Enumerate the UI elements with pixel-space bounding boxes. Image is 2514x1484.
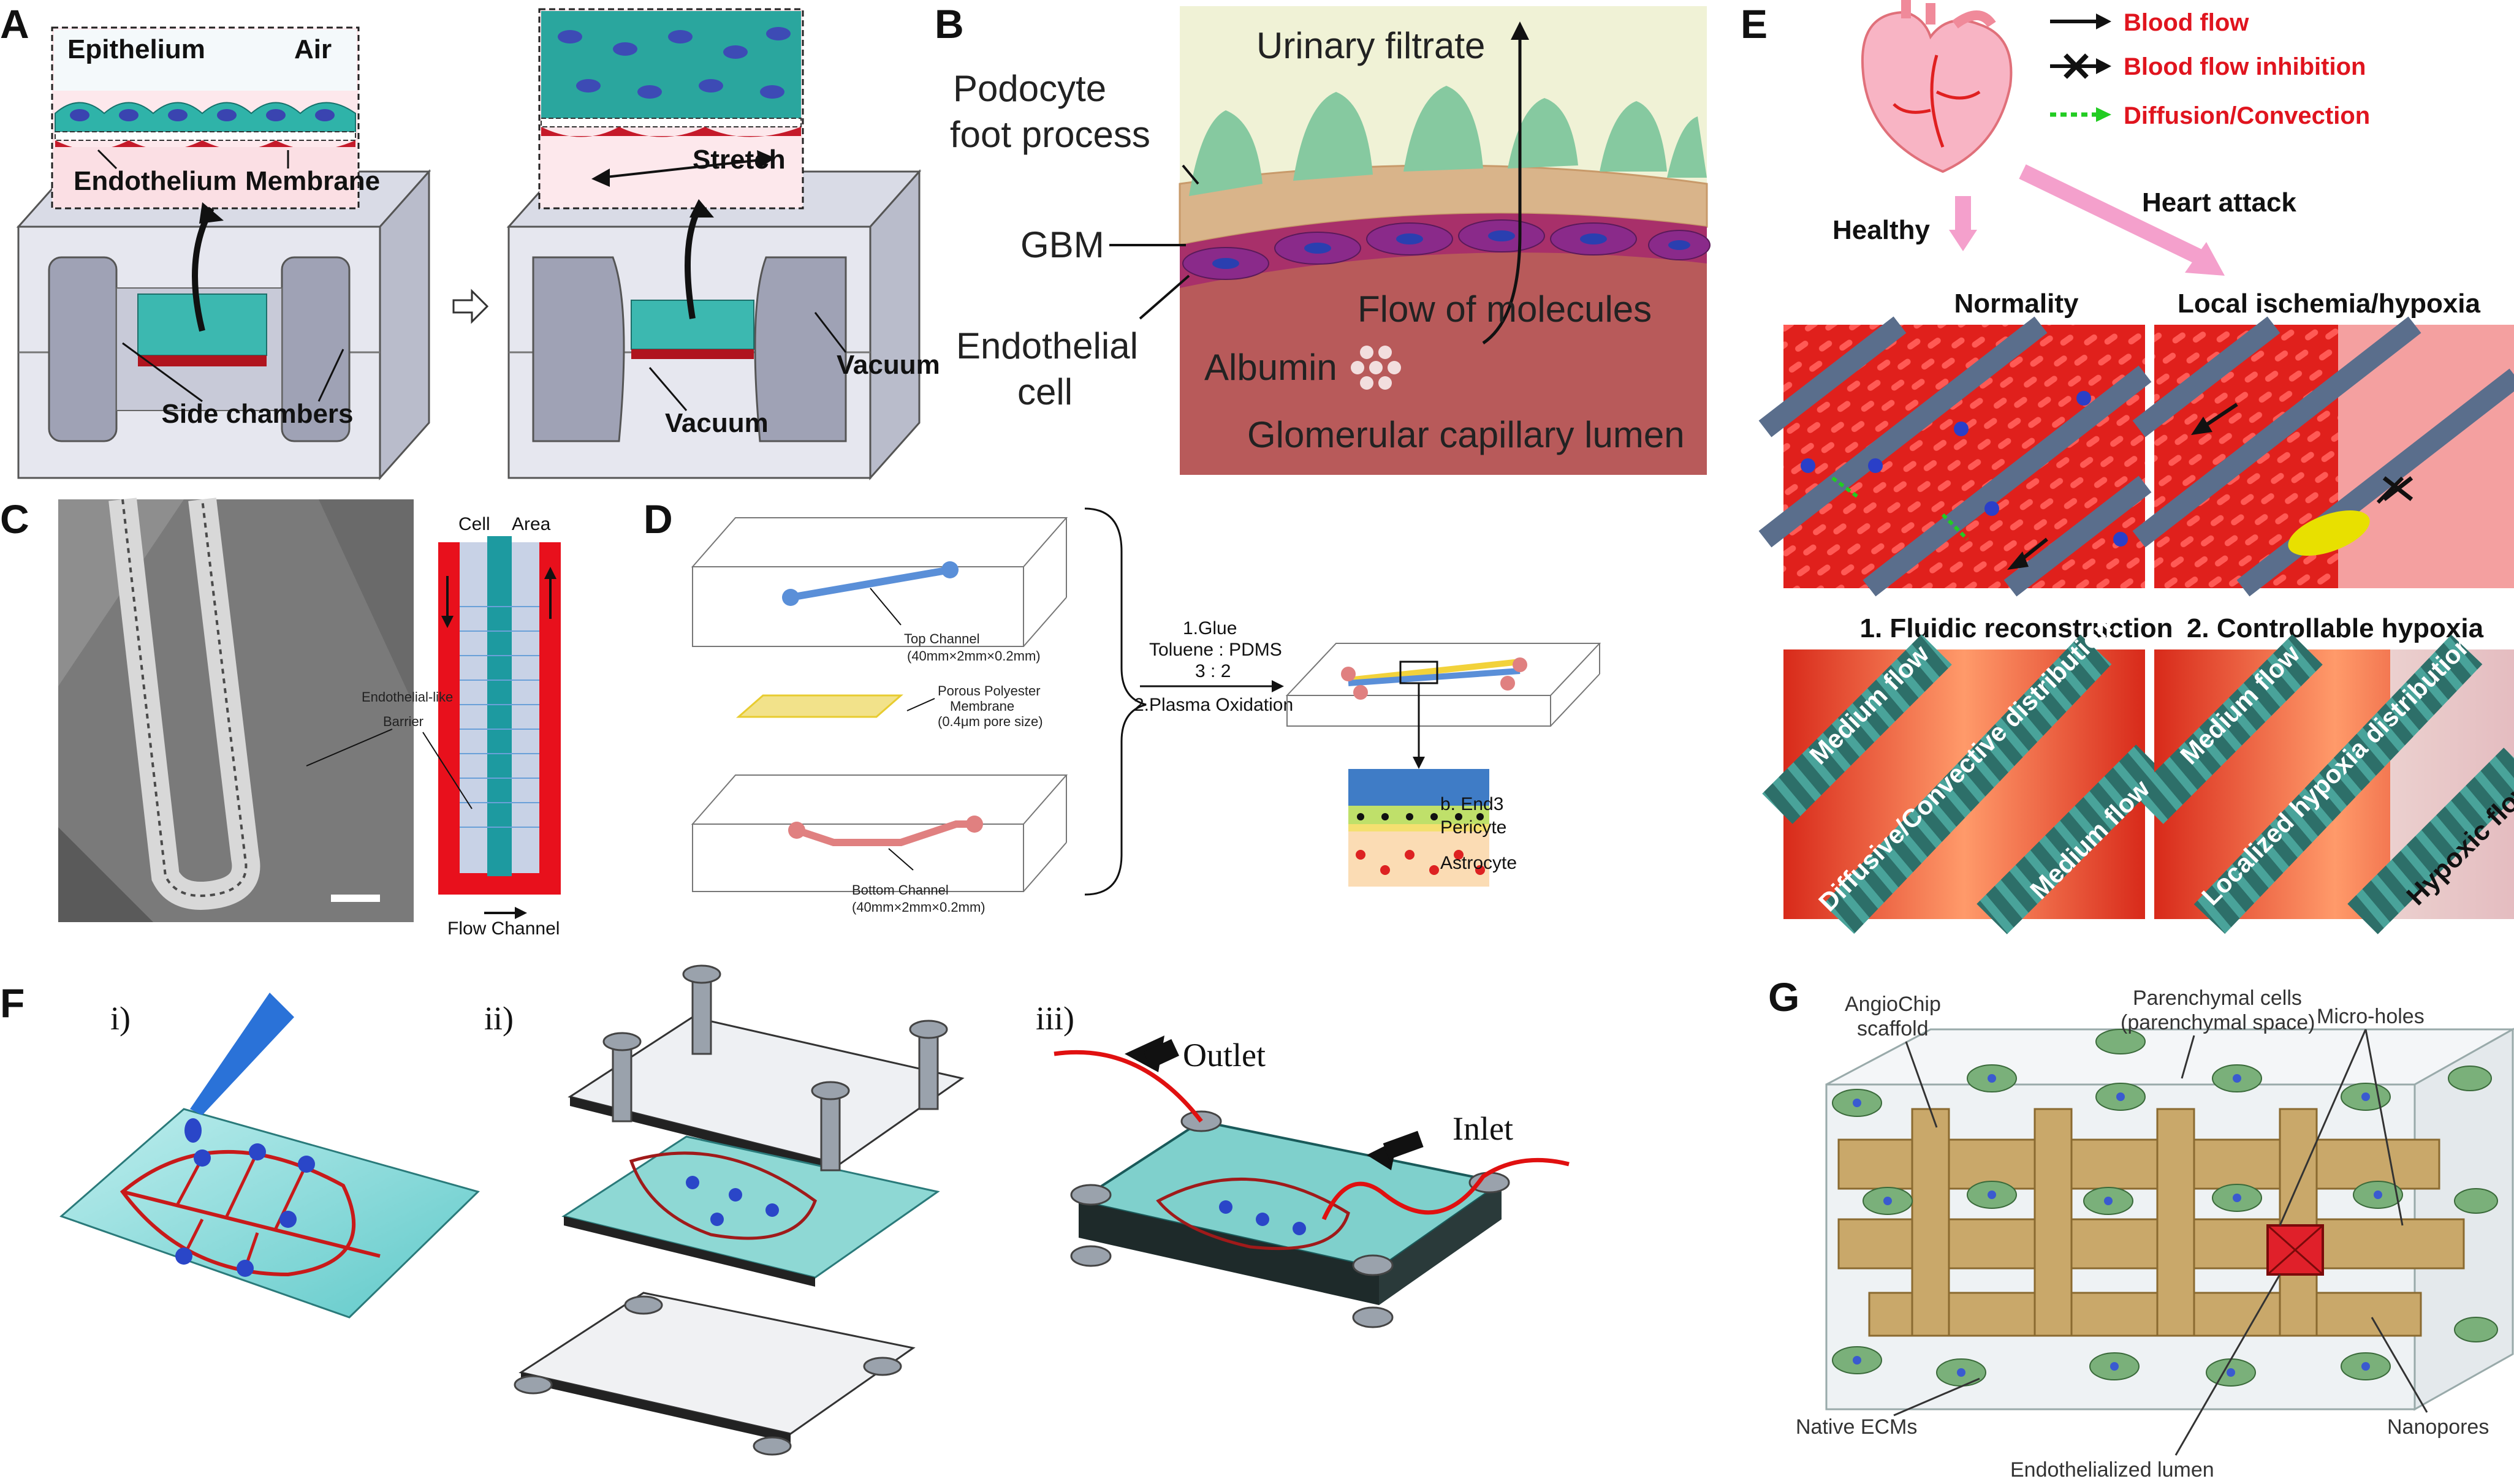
endothelized-label: Endothelialized lumen xyxy=(2010,1458,2214,1482)
area-label: Area xyxy=(512,514,551,534)
layer-pericyte-label: Pericyte xyxy=(1440,817,1506,838)
flow-channel-label: Flow Channel xyxy=(447,918,560,939)
cell-label: Cell xyxy=(458,514,490,534)
normality-label: Normality xyxy=(1954,289,2079,319)
endothelial-like-label: Endothelial-like xyxy=(362,689,453,705)
healthy-label: Healthy xyxy=(1832,215,1930,245)
step-i-label: i) xyxy=(110,1000,131,1037)
panel-d-letter: D xyxy=(644,496,673,542)
panel-e-letter: E xyxy=(1741,1,1768,47)
angiochip-label-1: AngioChip xyxy=(1845,993,1941,1016)
parenchymal-label-1: Parenchymal cells xyxy=(2133,986,2302,1010)
step-ii-label: ii) xyxy=(484,1000,514,1037)
panel-f-letter: F xyxy=(0,980,25,1026)
porous-label-2: Membrane xyxy=(950,698,1014,714)
fluidic-label: 1. Fluidic reconstruction xyxy=(1860,613,2173,643)
side-chambers-label: Side chambers xyxy=(161,399,353,429)
scale-bar xyxy=(331,895,380,902)
panel-a-device-left xyxy=(16,169,431,480)
panel-b: B Urinary filtrate Podocyte foot process… xyxy=(935,1,1711,475)
gbm-label: GBM xyxy=(1020,224,1104,265)
vacuum-right-label: Vacuum xyxy=(837,350,940,380)
top-channel-dims: (40mm×2mm×0.2mm) xyxy=(907,648,1041,664)
panel-a-letter: A xyxy=(0,1,29,47)
angiochip-label-2: scaffold xyxy=(1857,1017,1929,1040)
air-label: Air xyxy=(294,34,332,64)
native-ecms-label: Native ECMs xyxy=(1796,1415,1917,1439)
porous-label-1: Porous Polyester xyxy=(938,683,1041,698)
panel-a-inset-right: Stretch xyxy=(538,8,804,210)
toluene-label: Toluene : PDMS xyxy=(1149,640,1282,660)
layer-end3-label: b. End3 xyxy=(1440,794,1503,814)
panel-a: A Epithelium Air xyxy=(0,1,940,480)
panel-e: E Blood flow Blood flow inhibition Diffu… xyxy=(1741,0,2514,934)
bottom-channel-dims: (40mm×2mm×0.2mm) xyxy=(852,899,985,915)
bottom-channel-label: Bottom Channel xyxy=(852,882,949,898)
transition-arrow-icon xyxy=(452,289,489,324)
ratio-label: 3 : 2 xyxy=(1195,661,1231,681)
stretch-label: Stretch xyxy=(693,145,786,175)
top-channel-label: Top Channel xyxy=(904,631,980,646)
membrane-label: Membrane xyxy=(245,166,380,196)
glomerular-label: Glomerular capillary lumen xyxy=(1247,414,1685,455)
panel-g-letter: G xyxy=(1768,974,1799,1020)
ischemia-label: Local ischemia/hypoxia xyxy=(2178,289,2480,319)
panel-c-letter: C xyxy=(0,496,29,542)
flow-of-molecules-label: Flow of molecules xyxy=(1358,289,1652,330)
nanopores-label: Nanopores xyxy=(2387,1415,2489,1439)
panel-a-inset-left: Epithelium Air Endothelium Membrane xyxy=(51,26,380,210)
legend-blood-flow: Blood flow xyxy=(2124,9,2249,36)
step-iii-label: iii) xyxy=(1036,1000,1074,1037)
albumin-dots xyxy=(1351,346,1401,390)
endothelial-label-1: Endothelial xyxy=(956,325,1138,366)
podocyte-label-2: foot process xyxy=(950,114,1150,155)
pipette-icon xyxy=(190,993,294,1115)
panel-f: F i) ii) iii) xyxy=(0,964,1570,1456)
angiochip-scaffold xyxy=(1837,1108,2465,1337)
panel-c: C Cell Area Endothelial-like Barrier xyxy=(0,496,561,939)
barrier-label: Barrier xyxy=(383,714,423,729)
top-channel xyxy=(789,566,951,601)
leaf-chip xyxy=(59,1108,480,1319)
layer-astrocyte-label: Astrocyte xyxy=(1440,853,1517,873)
bottom-channel xyxy=(796,820,974,846)
inlet-label: Inlet xyxy=(1453,1110,1513,1147)
legend-diffusion: Diffusion/Convection xyxy=(2124,102,2370,129)
endothelium-label: Endothelium xyxy=(74,166,237,196)
membrane-sheet xyxy=(736,694,903,718)
podocyte-label-1: Podocyte xyxy=(953,68,1106,109)
urinary-filtrate-label: Urinary filtrate xyxy=(1256,25,1485,66)
panel-d: D Top Channel (40mm×2mm×0.2mm) Porous Po… xyxy=(644,496,1601,915)
step2-label: 2.Plasma Oxidation xyxy=(1134,695,1293,715)
vacuum-left-label: Vacuum xyxy=(665,408,769,438)
parenchymal-label-2: (parenchymal space) xyxy=(2121,1011,2315,1034)
legend-inhibition: Blood flow inhibition xyxy=(2124,53,2366,80)
panel-e-legend: Blood flow Blood flow inhibition Diffusi… xyxy=(2050,9,2370,129)
panel-b-letter: B xyxy=(935,1,964,47)
micro-holes-label: Micro-holes xyxy=(2317,1005,2425,1028)
assembly-brace xyxy=(1084,507,1147,896)
controllable-label: 2. Controllable hypoxia xyxy=(2187,613,2484,643)
epithelium-label: Epithelium xyxy=(67,34,205,64)
exploded-stack xyxy=(514,964,965,1456)
panel-g: G xyxy=(1768,974,2514,1482)
podocyte-cells xyxy=(1189,86,1707,196)
assembled-chip: Outlet Inlet xyxy=(1054,1035,1570,1328)
albumin-label: Albumin xyxy=(1204,347,1337,388)
cross-section xyxy=(1348,769,1489,806)
heart-attack-label: Heart attack xyxy=(2142,187,2296,218)
porous-label-3: (0.4μm pore size) xyxy=(938,714,1043,729)
outlet-label: Outlet xyxy=(1183,1037,1266,1073)
endothelial-label-2: cell xyxy=(1017,371,1073,412)
step1-label: 1.Glue xyxy=(1183,618,1237,638)
